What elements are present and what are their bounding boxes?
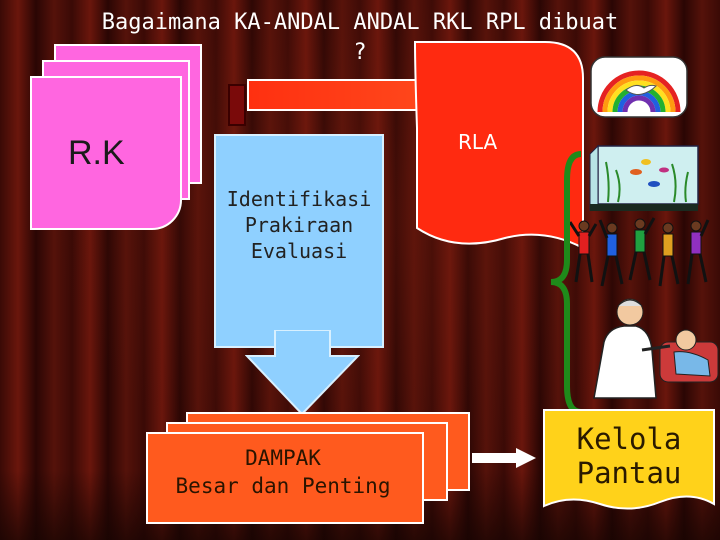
aquarium-icon (589, 144, 699, 211)
process-text: Identifikasi Prakiraan Evaluasi (214, 186, 384, 264)
impact-card-front (146, 432, 424, 524)
down-arrow (245, 330, 360, 415)
right-arrow (472, 448, 536, 468)
arrow-tail-bar (228, 84, 246, 126)
rla-label: RLA (458, 130, 498, 154)
impact-line-besar: Besar dan Penting (175, 474, 391, 498)
outcome-line-kelola: Kelola (576, 422, 682, 456)
process-line-identifikasi: Identifikasi (226, 187, 372, 211)
impact-text: DAMPAK Besar dan Penting (146, 444, 420, 500)
impact-line-dampak: DAMPAK (245, 446, 321, 470)
outcome-text: Kelola Pantau (540, 422, 718, 490)
dancers-icon (570, 217, 710, 287)
process-line-prakiraan: Prakiraan (244, 213, 354, 237)
process-box (214, 134, 384, 348)
rk-page-front (30, 76, 182, 230)
slide-title: Bagaimana KA-ANDAL ANDAL RKL RPL dibuat … (101, 10, 619, 65)
rk-label: R.K (68, 134, 125, 172)
process-line-evaluasi: Evaluasi (250, 239, 348, 263)
doctor-patient-icon (593, 298, 719, 399)
rainbow-dove-icon (590, 56, 688, 118)
green-brace (550, 151, 582, 415)
outcome-line-pantau: Pantau (576, 456, 682, 490)
outcome-shape (543, 409, 715, 510)
rla-shape (413, 41, 584, 250)
